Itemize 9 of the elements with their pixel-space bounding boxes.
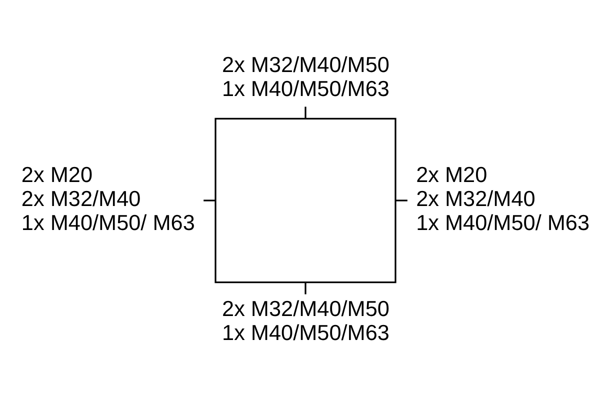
node-text: 2x M20 2x M32/M40 1x M40/M50/ M63: [416, 162, 590, 234]
node-text: 2x M32/M40/M50 1x M40/M50/M63: [222, 295, 390, 344]
node-text: 2x M32/M40/M50 1x M40/M50/M63: [222, 52, 390, 100]
connector: [304, 106, 306, 118]
connector: [396, 199, 408, 201]
connector: [304, 282, 306, 294]
node-text: 2x M20 2x M32/M40 1x M40/M50/ M63: [21, 162, 195, 234]
node-box: [214, 117, 396, 283]
connector: [204, 199, 216, 201]
